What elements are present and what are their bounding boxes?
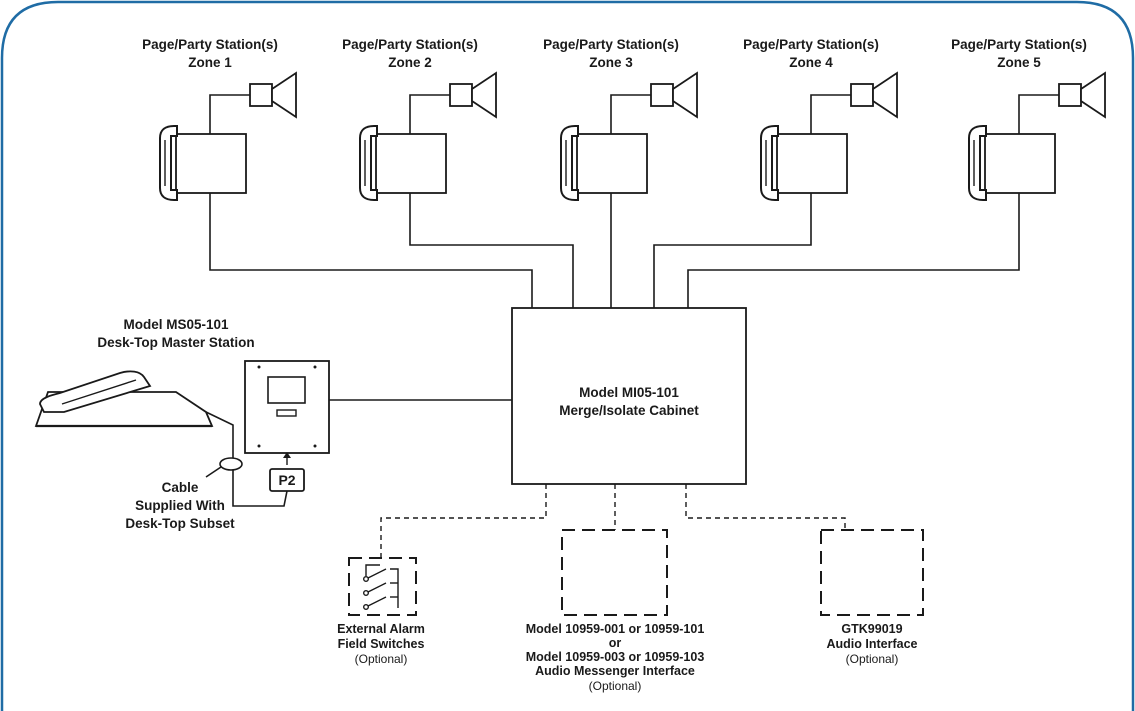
messenger-line2: or [609,636,622,650]
zone-title: Page/Party Station(s) [951,37,1087,52]
handset-icon [359,125,378,201]
speaker-icon [249,72,297,118]
zone-label: Zone 5 [997,55,1041,70]
station-box [175,133,247,194]
audio-interface-note: (Optional) [846,652,899,666]
master-station-panel [244,360,330,454]
speaker-icon [1058,72,1106,118]
speaker-icon [850,72,898,118]
station-box [984,133,1056,194]
zone-station-5: Page/Party Station(s) Zone 5 [951,37,1106,201]
messenger-line1: Model 10959-001 or 10959-101 [526,622,705,636]
panel-slot [276,409,297,417]
handset-icon [760,125,779,201]
audio-messenger-box [561,529,668,616]
zone-label: Zone 4 [789,55,833,70]
alarm-line2: Field Switches [338,637,425,651]
optional-wiring [380,484,846,558]
zone-title: Page/Party Station(s) [342,37,478,52]
zone-station-2: Page/Party Station(s) Zone 2 [342,37,497,201]
zone-wiring [209,193,1020,308]
messenger-line3: Model 10959-003 or 10959-103 [526,650,705,664]
cable-line2: Supplied With [135,498,225,513]
zone-station-1: Page/Party Station(s) Zone 1 [142,37,297,201]
zone-label: Zone 3 [589,55,633,70]
subset-cable [205,411,288,507]
audio-interface-line1: GTK99019 [841,622,902,636]
cable-line3: Desk-Top Subset [125,516,235,531]
cabinet-line1: Model MI05-101 [579,385,679,400]
zone-title: Page/Party Station(s) [142,37,278,52]
cable-line1: Cable [162,480,199,495]
zone-station-4: Page/Party Station(s) Zone 4 [743,37,898,201]
audio-interface-box [820,529,924,616]
station-box [576,133,648,194]
handset-icon [560,125,579,201]
zone-station-3: Page/Party Station(s) Zone 3 [543,37,698,201]
p2-label: P2 [278,472,295,488]
desk-top-master-station [34,370,214,428]
speaker-icon [449,72,497,118]
handset-icon [968,125,987,201]
zone-label: Zone 2 [388,55,432,70]
zone-label: Zone 1 [188,55,232,70]
speaker-icon [650,72,698,118]
zone-title: Page/Party Station(s) [543,37,679,52]
merge-isolate-cabinet [511,307,747,485]
messenger-note: (Optional) [589,679,642,693]
handset-icon [159,125,178,201]
panel-display [267,376,306,404]
master-station-line2: Desk-Top Master Station [97,335,254,350]
alarm-switches-box [348,557,417,616]
cabinet-line2: Merge/Isolate Cabinet [559,403,699,418]
messenger-line4: Audio Messenger Interface [535,664,695,678]
alarm-line1: External Alarm [337,622,425,636]
station-box [776,133,848,194]
alarm-note: (Optional) [355,652,408,666]
station-box [375,133,447,194]
audio-interface-line2: Audio Interface [827,637,918,651]
master-station-line1: Model MS05-101 [123,317,229,332]
zone-title: Page/Party Station(s) [743,37,879,52]
